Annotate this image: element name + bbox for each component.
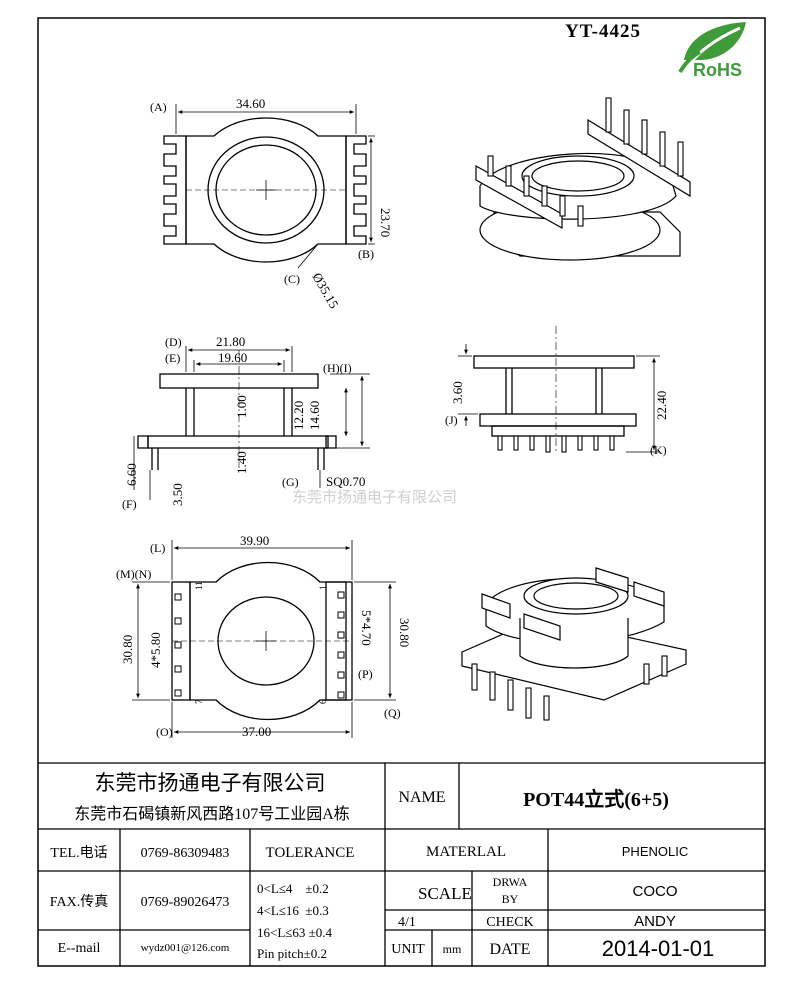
dim-c: Ø35.15 [309, 270, 341, 311]
side-view-dimensions [133, 346, 370, 500]
label-e: (E) [165, 351, 180, 365]
dim-f1: 6.60 [124, 463, 139, 486]
unit-value: mm [443, 942, 462, 956]
tel-label: TEL.电话 [50, 845, 107, 861]
dim-e: 19.60 [218, 350, 247, 365]
dim-l: 39.90 [240, 533, 269, 548]
label-g: (G) [282, 475, 299, 489]
dim-k: 22.40 [654, 391, 669, 420]
label-c: (C) [284, 272, 300, 286]
watermark: 东莞市扬通电子有限公司 [292, 489, 457, 506]
sheet-border [37, 17, 766, 967]
title-block-grid [38, 762, 765, 966]
top-view [163, 117, 367, 263]
label-b: (B) [358, 247, 374, 261]
dim-m: 30.80 [120, 635, 135, 664]
bottom-view-pins [174, 591, 345, 699]
pin-7: 7 [194, 699, 204, 704]
email-label: E--mail [58, 941, 101, 956]
fax-value: 0769-89026473 [141, 895, 230, 910]
dim-i: 14.60 [307, 401, 322, 430]
dim-n: 4*5.80 [148, 632, 163, 668]
isometric-view-upper [475, 118, 691, 261]
label-l: (L) [150, 541, 165, 555]
dim-f2: 3.50 [170, 483, 185, 506]
right-side-dimensions [458, 344, 660, 453]
pin-11: 11 [194, 581, 204, 590]
dim-p: 5*4.70 [359, 610, 374, 646]
dim-o: 37.00 [242, 724, 271, 739]
fax-label: FAX.传真 [50, 894, 108, 910]
dim-p2: 30.80 [397, 618, 412, 647]
label-o: (O) [156, 725, 173, 739]
tolerance-label: TOLERANCE [266, 845, 355, 861]
dim-b: 23.70 [378, 208, 393, 237]
material-value: PHENOLIC [622, 844, 688, 859]
dim-a: 34.60 [236, 96, 265, 111]
material-label: MATERLAL [426, 844, 506, 860]
pin-6: 6 [318, 699, 328, 704]
right-side-pins [497, 435, 615, 453]
bottom-view-dimensions [132, 540, 396, 738]
company-name: 东莞市扬通电子有限公司 [95, 771, 326, 795]
dim-inner: 1.00 [234, 395, 249, 418]
drawn-label-2: BY [502, 892, 519, 906]
scale-label: SCALE [418, 884, 472, 903]
pin-1: 1 [318, 586, 328, 591]
unit-label: UNIT [391, 942, 425, 957]
tolerance-row-3: 16<L≤63 ±0.4 [257, 925, 333, 940]
rohs-label: RoHS [693, 60, 742, 80]
label-a: (A) [150, 100, 167, 114]
date-value: 2014-01-01 [602, 936, 715, 961]
drawn-value: COCO [633, 883, 678, 900]
dim-g: SQ0.70 [326, 474, 365, 489]
dim-h: 12.20 [291, 401, 306, 430]
label-j: (J) [445, 413, 458, 427]
dim-j: 3.60 [450, 381, 465, 404]
tolerance-row-2: 4<L≤16 ±0.3 [257, 903, 329, 918]
name-label: NAME [398, 789, 445, 806]
label-d: (D) [165, 335, 182, 349]
tel-value: 0769-86309483 [141, 846, 230, 861]
scale-value: 4/1 [398, 915, 416, 930]
right-side-view [473, 326, 637, 452]
date-label: DATE [490, 941, 531, 958]
check-value: ANDY [634, 913, 676, 930]
isometric-view-lower [461, 567, 687, 701]
label-q: (Q) [384, 706, 401, 720]
label-k: (K) [650, 443, 667, 457]
dim-d: 21.80 [216, 334, 245, 349]
tolerance-row-1: 0<L≤4 ±0.2 [257, 881, 329, 896]
drawn-label-1: DRWA [493, 875, 528, 889]
isometric-pins-lower [471, 655, 668, 721]
label-mn: (M)(N) [116, 567, 151, 581]
company-address: 东莞市石碣镇新风西路107号工业园A栋 [74, 805, 350, 823]
isometric-pins-upper [487, 97, 684, 227]
bottom-view [171, 561, 353, 721]
email-value: wydz001@126.com [141, 942, 230, 954]
product-name: POT44立式(6+5) [523, 787, 669, 811]
label-p: (P) [358, 667, 373, 681]
dim-lower: 1.40 [234, 451, 249, 474]
tolerance-row-4: Pin pitch±0.2 [257, 946, 327, 961]
part-number: YT-4425 [565, 21, 641, 42]
check-label: CHECK [486, 915, 533, 930]
label-f: (F) [122, 497, 137, 511]
top-view-dimensions [175, 104, 375, 269]
label-hi: (H)(I) [323, 361, 352, 375]
rohs-logo: RoHS [678, 22, 746, 80]
